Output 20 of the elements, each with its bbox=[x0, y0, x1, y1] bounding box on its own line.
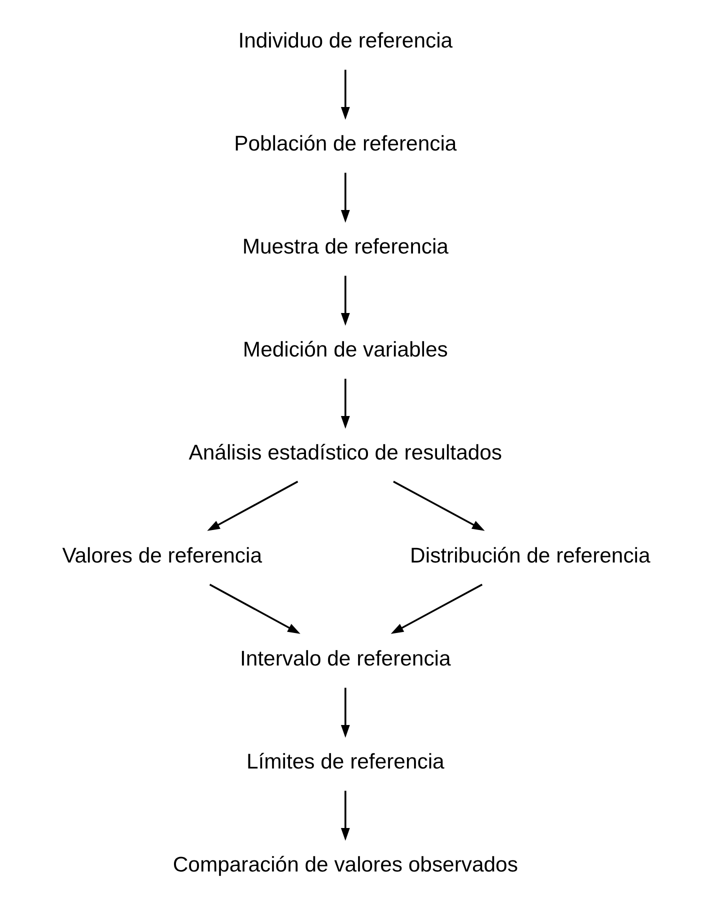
node-text: Distribución de referencia bbox=[410, 544, 650, 568]
arrow bbox=[393, 480, 485, 531]
node-text: Límites de referencia bbox=[246, 750, 444, 774]
node-text: Intervalo de referencia bbox=[240, 648, 451, 671]
node-text: Individuo de referencia bbox=[238, 30, 453, 53]
arrow bbox=[340, 172, 350, 223]
arrow bbox=[340, 70, 350, 120]
arrow bbox=[390, 584, 483, 634]
arrow bbox=[340, 276, 350, 326]
arrow bbox=[340, 378, 350, 429]
node-text: Población de referencia bbox=[234, 132, 457, 156]
node-text: Comparación de valores observados bbox=[172, 854, 518, 877]
node-text: Análisis estadístico de resultados bbox=[188, 442, 502, 465]
node-text: Medición de variables bbox=[242, 338, 448, 362]
node-text: Valores de referencia bbox=[62, 544, 262, 568]
arrow bbox=[209, 584, 300, 634]
arrow bbox=[340, 790, 350, 841]
arrow bbox=[207, 480, 298, 531]
arrow bbox=[340, 688, 350, 738]
node-text: Muestra de referencia bbox=[242, 236, 448, 259]
